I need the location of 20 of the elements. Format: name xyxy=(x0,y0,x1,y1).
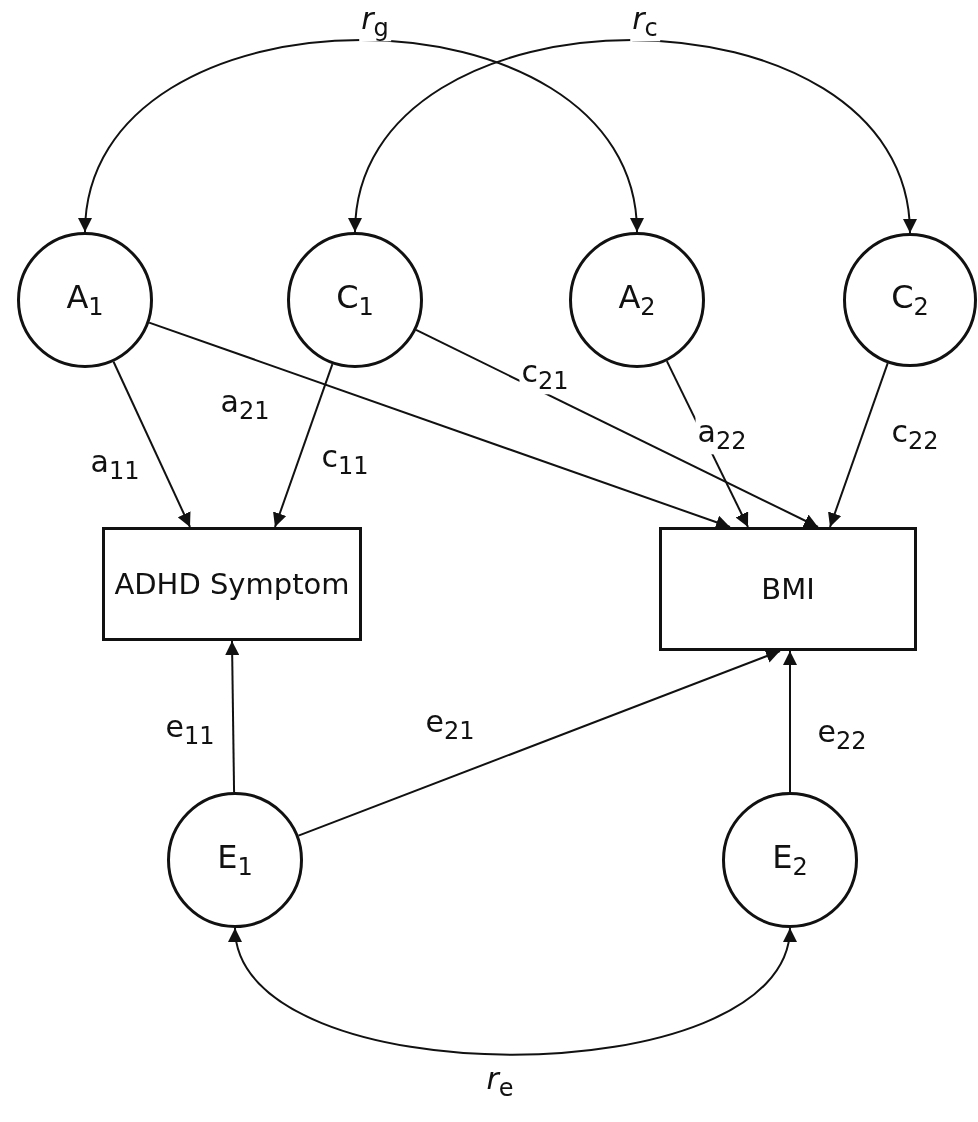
variable-label: A$_{2}$ xyxy=(618,277,656,323)
variable-label: ADHD Symptom xyxy=(114,566,350,602)
correlation-arrow xyxy=(350,39,915,234)
path-arrow xyxy=(415,328,819,528)
path-arrow xyxy=(148,321,731,529)
variable-label: E$_{2}$ xyxy=(772,837,808,883)
path-arrow xyxy=(297,649,781,837)
variable-label: C$_{2}$ xyxy=(891,277,929,323)
path-arrow xyxy=(112,360,191,528)
observed-variable-box xyxy=(102,527,362,641)
variable-label: C$_{1}$ xyxy=(336,277,374,323)
correlation-arrow xyxy=(80,39,642,233)
variable-label: BMI xyxy=(761,571,815,607)
variable-label: E$_{1}$ xyxy=(217,837,253,883)
path-arrow xyxy=(828,362,889,528)
path-arrow xyxy=(273,363,334,528)
path-arrow xyxy=(225,640,240,793)
path-arrow xyxy=(783,650,797,793)
observed-variable-box xyxy=(659,527,917,651)
variable-label: A$_{1}$ xyxy=(66,277,104,323)
